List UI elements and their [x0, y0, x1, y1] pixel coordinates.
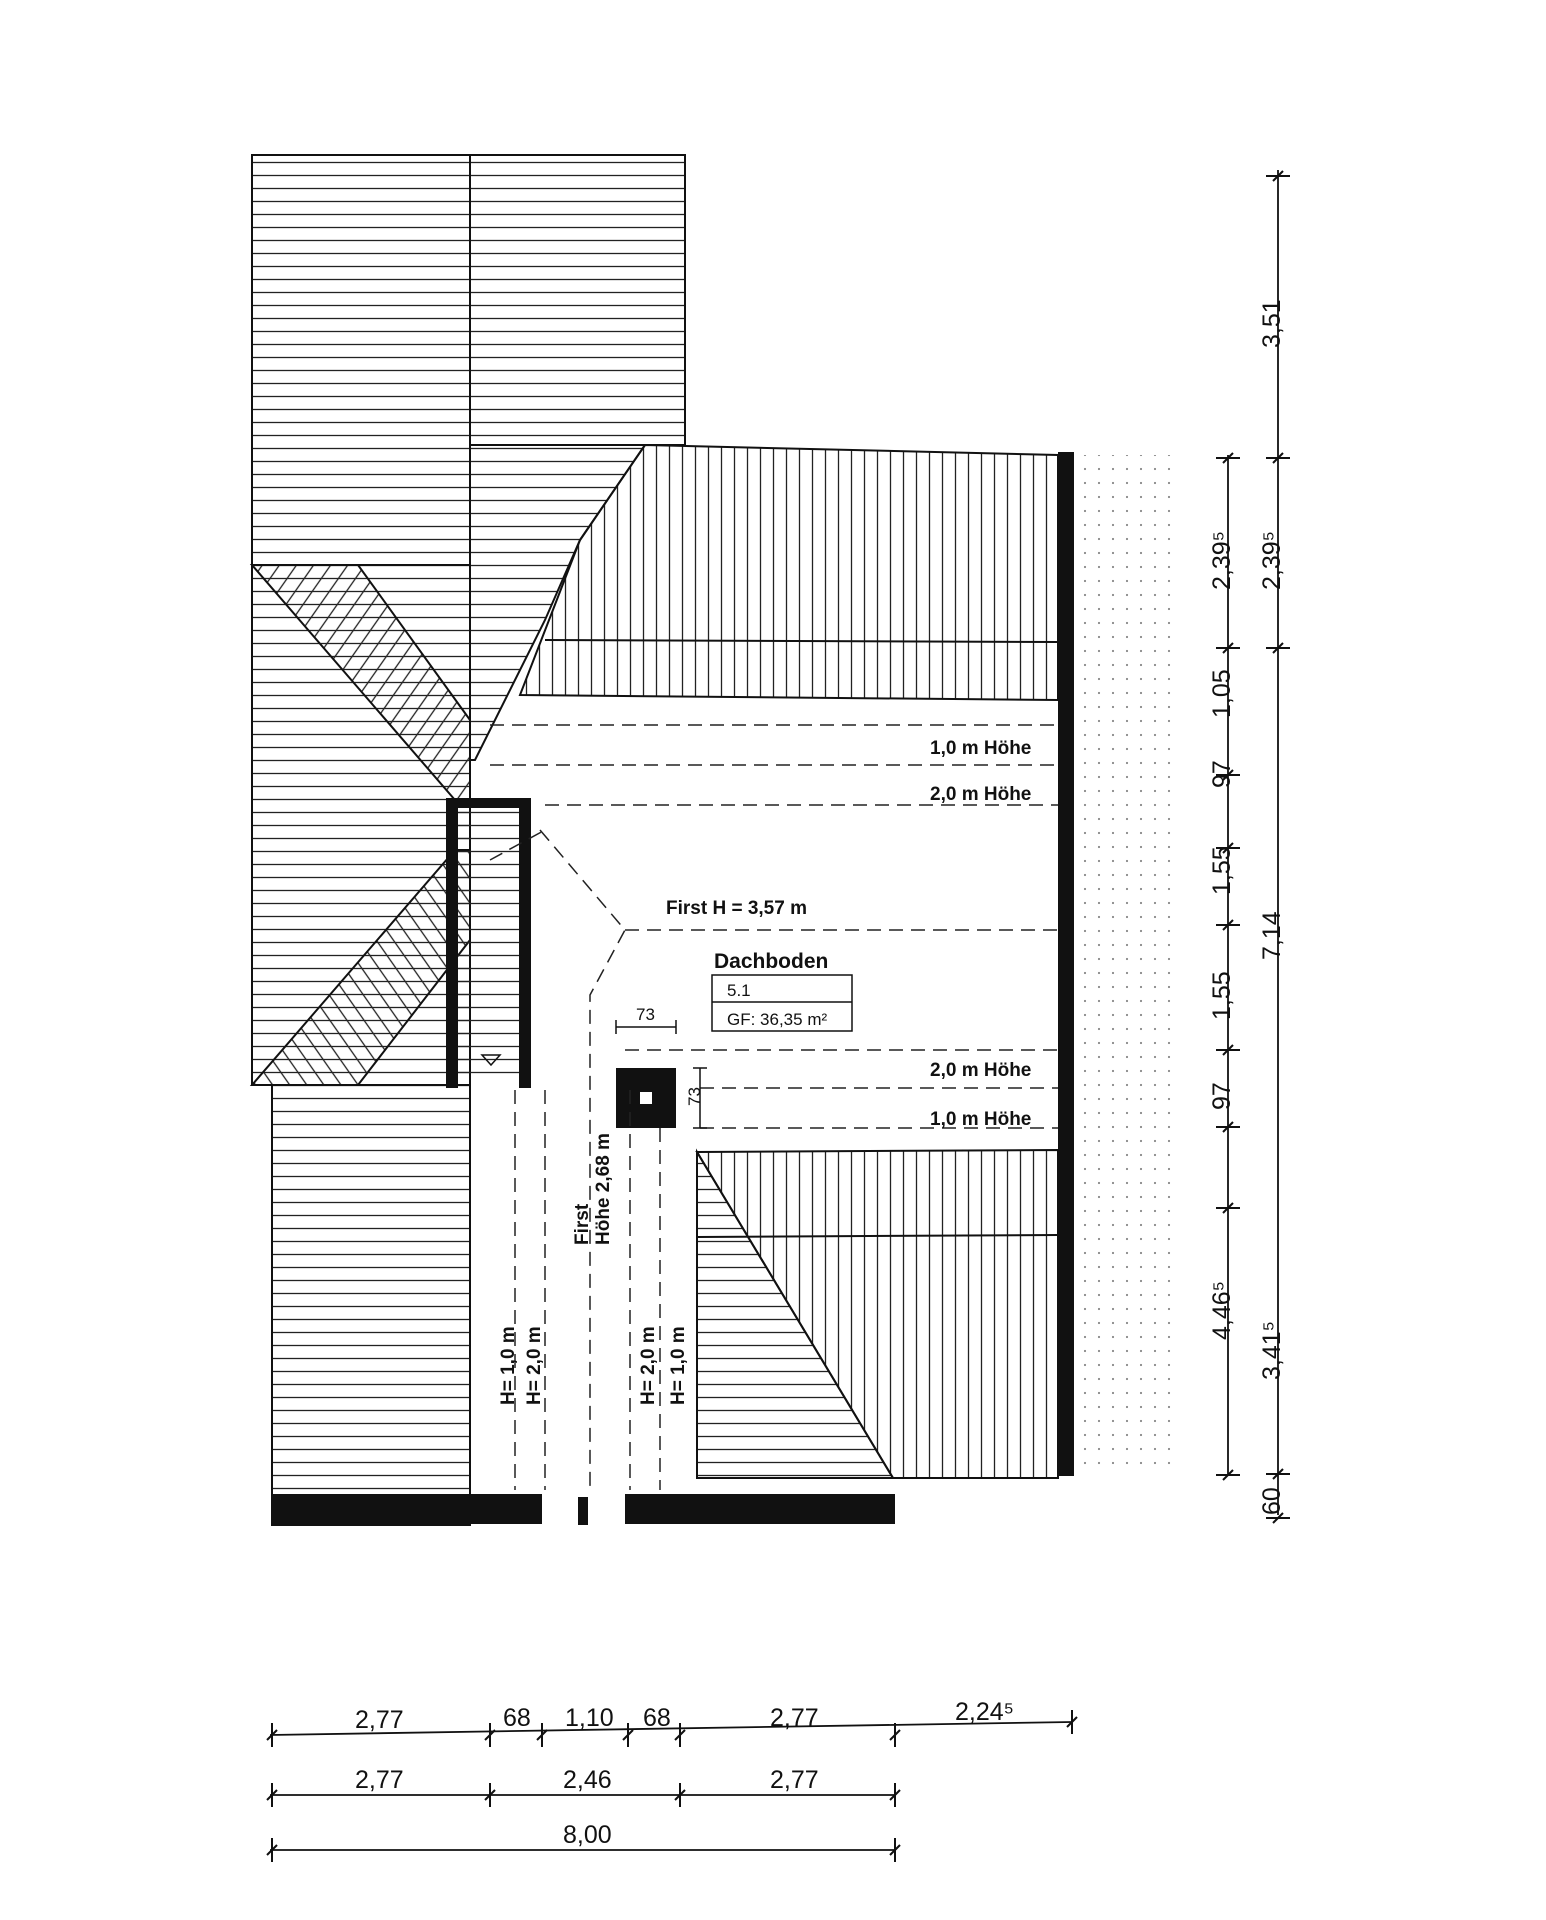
dimension-tick-slash — [266, 1844, 278, 1856]
dimension-tick-slash — [1222, 642, 1234, 654]
dim-right-outer-5: 60 — [1258, 1487, 1286, 1515]
room-number: 5.1 — [727, 981, 751, 1000]
dim-right-inner-1: 2,39⁵ — [1208, 531, 1236, 590]
height-label-top-2m: 2,0 m Höhe — [930, 784, 1031, 805]
dim-bottom-r1-3: 1,10 — [565, 1704, 614, 1732]
dim-right-outer-1: 3,51 — [1258, 299, 1286, 348]
dimension-tick-slash — [266, 1789, 278, 1801]
dim-bottom-r1-4: 68 — [643, 1704, 671, 1732]
dimension-tick-slash — [1272, 452, 1284, 464]
dim-right-inner-5: 1,55 — [1208, 971, 1236, 1020]
dimension-tick-slash — [1272, 1468, 1284, 1480]
dimension-tick-slash — [889, 1729, 901, 1741]
dimension-tick-slash — [1272, 170, 1284, 182]
dim-right-inner-6: 97 — [1208, 1082, 1236, 1110]
dimension-tick-slash — [1222, 769, 1234, 781]
dimension-tick-slash — [1066, 1716, 1078, 1728]
bottom-dimension-ticks — [266, 1710, 1078, 1862]
vertical-left-1m-label: H= 1,0 m — [498, 1326, 519, 1405]
room-area: GF: 36,35 m² — [727, 1010, 827, 1029]
dim-right-inner-7: 4,46⁵ — [1208, 1281, 1236, 1340]
ridge-vertical-height: Höhe 2,68 m — [593, 1133, 614, 1245]
height-lines — [489, 724, 1058, 1490]
chimney-depth-label: 73 — [685, 1087, 704, 1106]
dim-right-outer-2: 2,39⁵ — [1258, 531, 1286, 590]
dimension-tick-slash — [1272, 642, 1284, 654]
room-label-box — [711, 974, 853, 1032]
dimension-tick-slash — [889, 1844, 901, 1856]
dim-bottom-r2-1: 2,77 — [355, 1766, 404, 1794]
dimension-tick-slash — [1222, 1202, 1234, 1214]
dimension-tick-slash — [622, 1729, 634, 1741]
dim-bottom-r2-2: 2,46 — [563, 1766, 612, 1794]
room-name: Dachboden — [714, 950, 828, 973]
bottom-dimension-lines — [269, 1721, 1073, 1851]
ridge-height-label: First H = 3,57 m — [666, 898, 807, 919]
dimension-tick-slash — [674, 1729, 686, 1741]
dim-bottom-r1-6: 2,24⁵ — [955, 1698, 1014, 1726]
dim-bottom-r2-3: 2,77 — [770, 1766, 819, 1794]
dimension-tick-slash — [484, 1789, 496, 1801]
dimension-tick-slash — [1222, 842, 1234, 854]
vertical-left-2m-label: H= 2,0 m — [524, 1326, 545, 1405]
vertical-right-1m-label: H= 1,0 m — [668, 1326, 689, 1405]
dimension-tick-slash — [674, 1789, 686, 1801]
vertical-right-2m-label: H= 2,0 m — [638, 1326, 659, 1405]
right-dimension-lines — [1227, 170, 1279, 1515]
dimension-tick-slash — [1222, 1121, 1234, 1133]
dim-bottom-r1-1: 2,77 — [355, 1706, 404, 1734]
walls — [272, 452, 1074, 1525]
height-label-bottom-2m: 2,0 m Höhe — [930, 1060, 1031, 1081]
dim-bottom-r1-2: 68 — [503, 1704, 531, 1732]
staircase — [458, 808, 519, 1083]
dimension-tick-slash — [484, 1729, 496, 1741]
dimension-tick-slash — [889, 1789, 901, 1801]
upper-right-roof — [518, 443, 1059, 702]
lower-right-roof — [695, 1148, 1059, 1479]
dim-right-inner-3: 97 — [1208, 760, 1236, 788]
dimension-tick-slash — [536, 1729, 548, 1741]
chimney-width-label: 73 — [636, 1005, 655, 1024]
dimension-tick-slash — [1222, 452, 1234, 464]
diagonal-valley-upper — [249, 564, 471, 801]
dimension-tick-slash — [1222, 919, 1234, 931]
dim-right-outer-4: 3,41⁵ — [1258, 1321, 1286, 1380]
dimension-tick-slash — [266, 1729, 278, 1741]
dim-right-outer-3: 7,14 — [1258, 911, 1286, 960]
dim-bottom-total: 8,00 — [563, 1821, 612, 1849]
right-dimension-ticks — [1216, 170, 1290, 1524]
dimension-tick-slash — [1222, 1469, 1234, 1481]
dim-right-inner-4: 1,55 — [1208, 846, 1236, 895]
height-label-top-1m: 1,0 m Höhe — [930, 738, 1031, 759]
chimney-dimension-lines — [615, 1020, 707, 1129]
chimney — [616, 1068, 676, 1128]
dimension-tick-slash — [1272, 1512, 1284, 1524]
terrace-dotted-area — [1082, 455, 1180, 1475]
height-label-bottom-1m: 1,0 m Höhe — [930, 1109, 1031, 1130]
dim-right-inner-2: 1,05 — [1208, 669, 1236, 718]
dimension-tick-slash — [1222, 1044, 1234, 1056]
ridge-vertical-first: First — [572, 1203, 593, 1245]
dim-bottom-r1-5: 2,77 — [770, 1704, 819, 1732]
